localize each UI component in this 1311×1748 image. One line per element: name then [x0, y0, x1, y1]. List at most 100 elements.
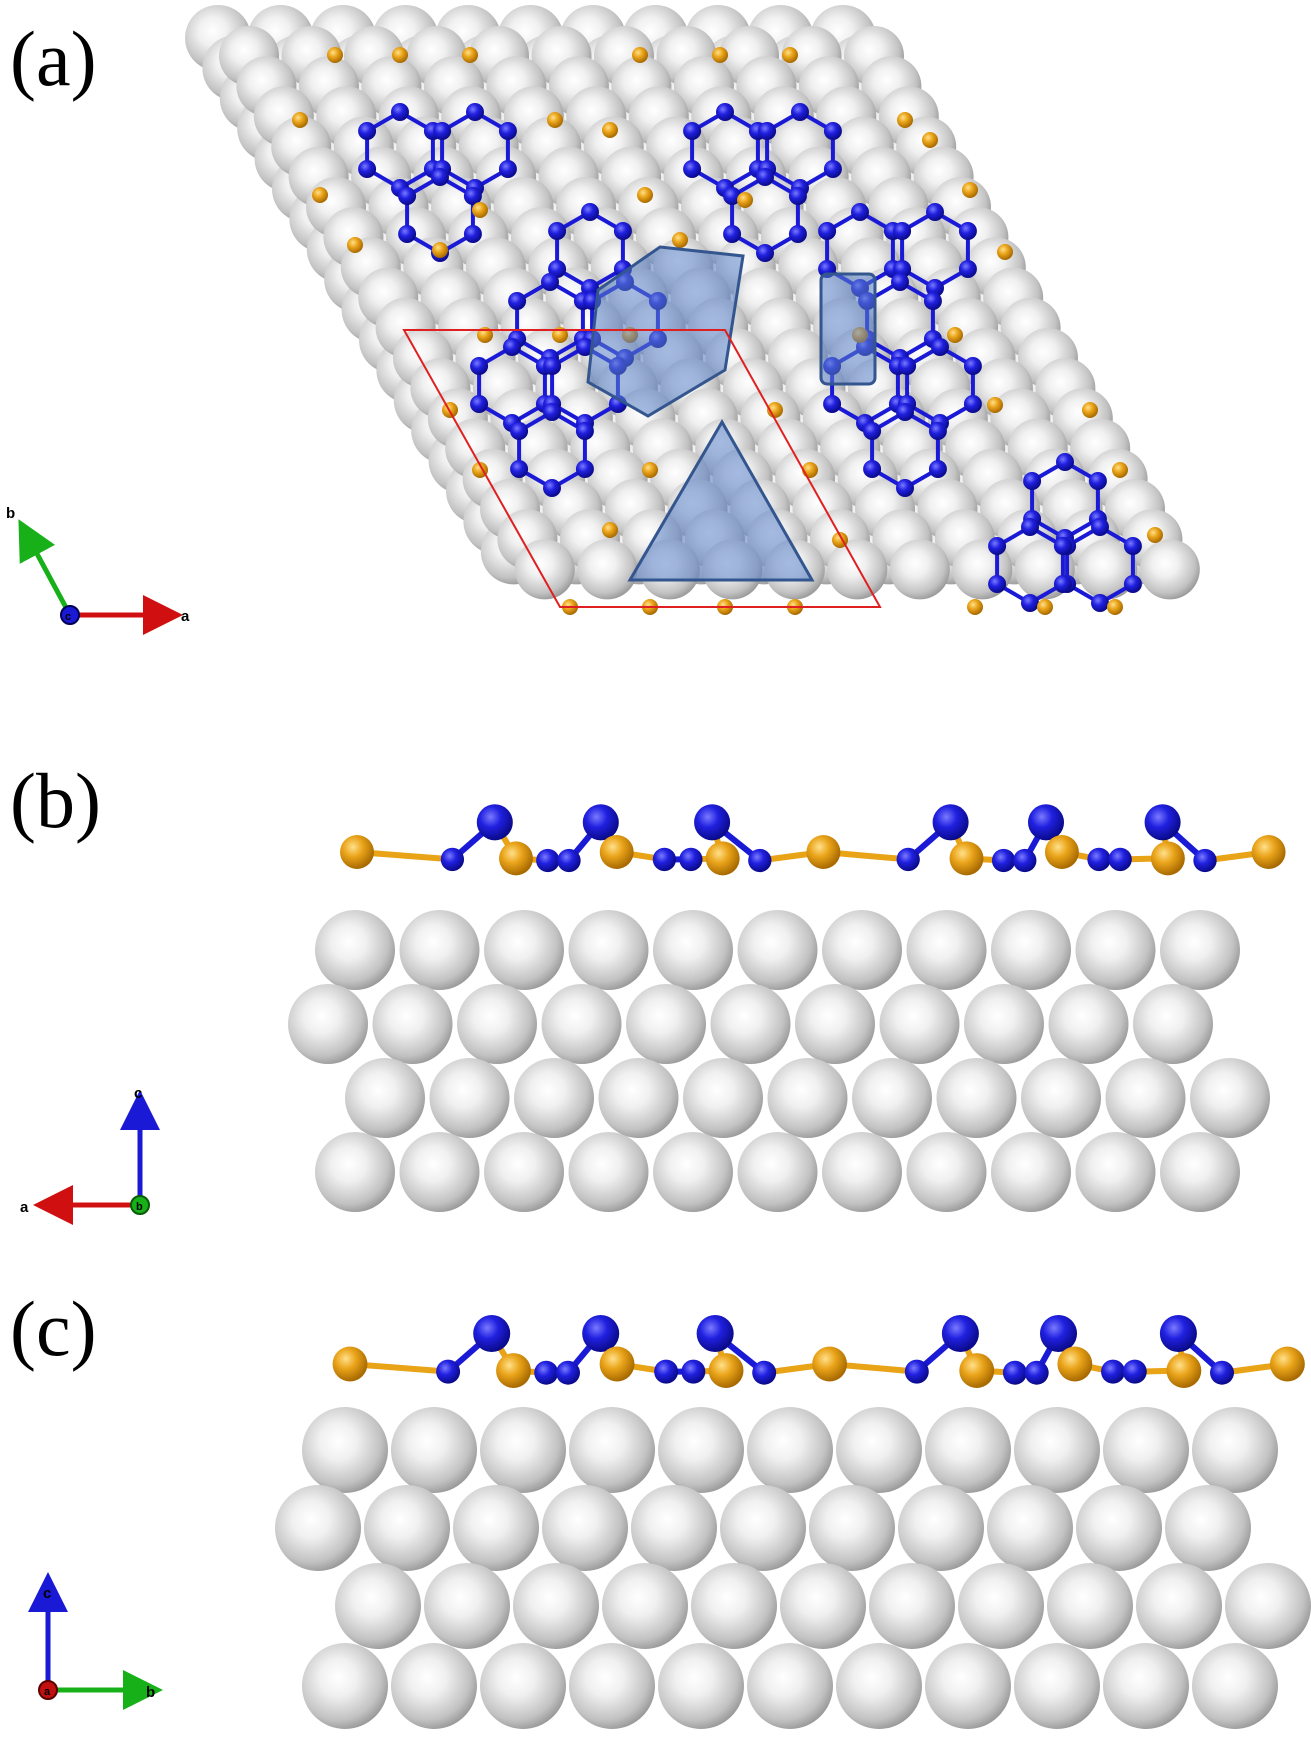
- blue-atom: [1021, 594, 1039, 612]
- axis-label-a-b: a: [20, 1199, 29, 1216]
- blue-atom: [398, 187, 417, 205]
- substrate-atom: [827, 539, 888, 600]
- blue-atom: [756, 244, 774, 262]
- blue-atom: [510, 460, 529, 478]
- substrate-atom: [399, 1132, 480, 1212]
- substrate-atom: [631, 1485, 717, 1571]
- substrate-atom: [906, 910, 987, 990]
- substrate-atom: [602, 1563, 688, 1649]
- substrate-atom: [822, 1132, 902, 1212]
- blue-atom: [498, 160, 517, 178]
- blue-atom: [1056, 453, 1074, 471]
- substrate-atom: [879, 984, 960, 1064]
- blue-atom: [863, 422, 882, 440]
- orange-atom: [1269, 1346, 1305, 1382]
- orange-atom: [897, 112, 913, 128]
- orange-atom: [967, 599, 983, 615]
- substrate-atom: [1133, 984, 1213, 1064]
- substrate-atom: [424, 1563, 510, 1649]
- orange-atom: [462, 47, 478, 63]
- orange-atom: [1107, 599, 1123, 615]
- blue-atom: [823, 122, 842, 140]
- orange-atom: [987, 397, 1003, 413]
- blue-atom: [1091, 518, 1109, 536]
- substrate-side-view-c: [275, 1407, 1311, 1729]
- orange-atom: [997, 244, 1013, 260]
- blue-atom: [536, 848, 560, 873]
- substrate-atom: [457, 984, 537, 1064]
- blue-atom: [1144, 804, 1181, 841]
- axis-triad-b: c a b: [20, 1085, 160, 1225]
- orange-atom: [922, 132, 938, 148]
- substrate-atom: [1160, 1132, 1240, 1212]
- blue-atom: [788, 225, 807, 243]
- substrate-atom: [275, 1485, 361, 1571]
- blue-atom: [694, 804, 731, 841]
- substrate-atom: [484, 910, 564, 990]
- blue-atom: [1023, 472, 1042, 490]
- substrate-atom: [683, 1058, 763, 1138]
- blue-atom: [652, 847, 677, 872]
- axis-label-a-c: a: [44, 1686, 51, 1698]
- substrate-atom: [568, 910, 649, 990]
- overlayer-side-view-c: [332, 1314, 1305, 1388]
- substrate-atom: [429, 1058, 510, 1138]
- substrate-side-view-b: [288, 910, 1270, 1212]
- orange-atom: [1166, 1353, 1202, 1388]
- orange-atom: [1112, 462, 1128, 478]
- substrate-atom: [1021, 1058, 1101, 1138]
- panel-label-a: (a): [10, 15, 97, 102]
- blue-atom: [958, 260, 977, 278]
- orange-atom: [332, 1346, 368, 1382]
- substrate-atom: [906, 1132, 987, 1212]
- substrate-atom: [1225, 1563, 1311, 1649]
- blue-atom: [470, 395, 489, 413]
- blue-atom: [696, 1314, 734, 1353]
- orange-atom: [1150, 841, 1185, 876]
- substrate-atom: [925, 1407, 1011, 1493]
- blue-atom: [1210, 1360, 1234, 1385]
- orange-atom: [599, 1346, 635, 1382]
- axis-label-a: a: [181, 608, 190, 625]
- substrate-atom: [514, 1058, 594, 1138]
- blue-atom: [541, 273, 559, 291]
- unit-cell-outline: [402, 329, 882, 608]
- blue-atom: [463, 225, 482, 243]
- blue-atom: [891, 273, 909, 291]
- substrate-atom: [889, 539, 950, 600]
- axis-triad-a: a b c: [6, 505, 190, 635]
- substrate-atom: [869, 1563, 955, 1649]
- blue-atom: [1123, 537, 1142, 555]
- substrate-atom: [737, 910, 818, 990]
- orange-atom: [1147, 527, 1163, 543]
- blue-atom: [823, 160, 842, 178]
- orange-atom: [499, 841, 533, 876]
- substrate-atom: [836, 1643, 922, 1729]
- blue-atom: [510, 422, 529, 440]
- substrate-atom: [710, 984, 791, 1064]
- substrate-atom: [925, 1643, 1011, 1729]
- blue-atom: [898, 357, 917, 375]
- substrate-atom: [658, 1643, 744, 1729]
- substrate-atom: [936, 1058, 1017, 1138]
- highlight-rectangle: [819, 272, 877, 386]
- substrate-atom: [1014, 1407, 1100, 1493]
- substrate-atom: [1075, 1132, 1156, 1212]
- substrate-atom: [987, 1485, 1073, 1571]
- substrate-atom: [372, 984, 453, 1064]
- blue-atom: [988, 575, 1007, 593]
- axis-label-c-c: c: [43, 1585, 51, 1602]
- axis-label-b-b: b: [136, 1201, 143, 1213]
- substrate-atom: [1103, 1407, 1189, 1493]
- blue-atom: [963, 357, 982, 375]
- axis-label-c: c: [65, 611, 71, 623]
- orange-atom: [312, 187, 328, 203]
- substrate-atom: [577, 539, 638, 600]
- substrate-atom: [513, 1563, 599, 1649]
- blue-atom: [963, 395, 982, 413]
- orange-atom: [496, 1353, 531, 1388]
- blue-atom: [723, 225, 742, 243]
- substrate-atom: [399, 910, 480, 990]
- substrate-atom: [653, 910, 733, 990]
- orange-atom: [1082, 402, 1098, 418]
